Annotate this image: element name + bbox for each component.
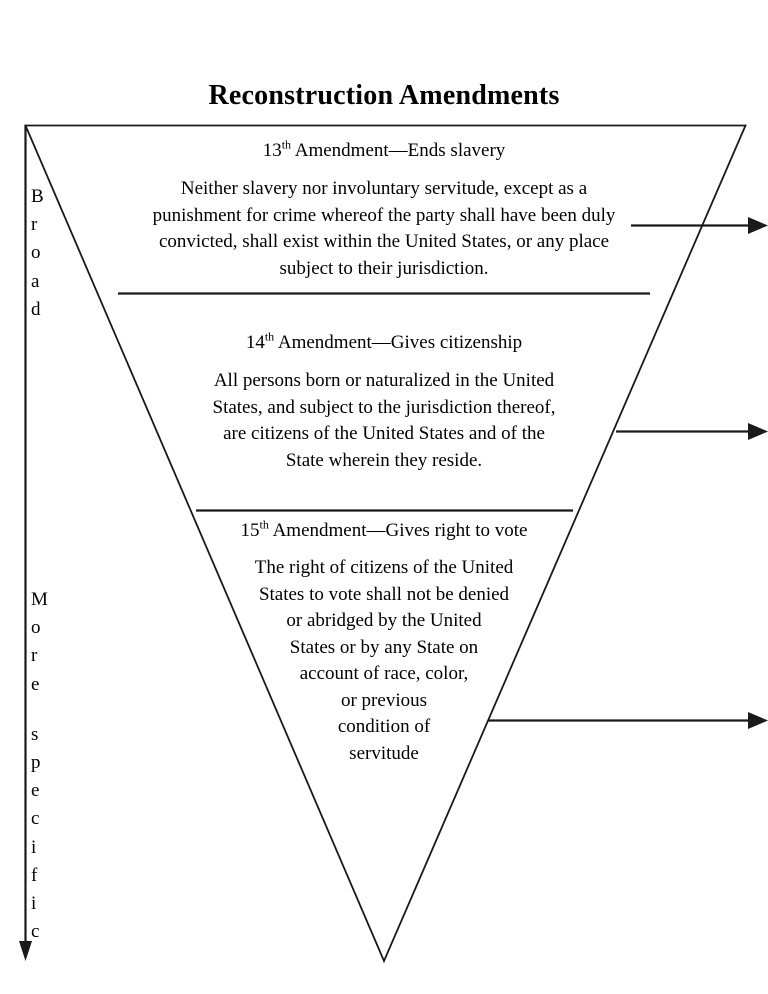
amendment-text-line: subject to their jurisdiction. bbox=[279, 257, 489, 279]
axis-letter: a bbox=[31, 270, 40, 292]
page-title: Reconstruction Amendments bbox=[208, 80, 560, 111]
amendment-text-line: or abridged by the United bbox=[286, 610, 482, 631]
amendment-heading-13th: 13th Amendment—Ends slavery bbox=[84, 139, 684, 163]
axis-letter: d bbox=[31, 298, 41, 320]
arrow-14th bbox=[616, 423, 768, 440]
axis-label-more-specific: M o r e s p e c i f i c bbox=[31, 586, 57, 946]
ordinal-suffix: th bbox=[281, 137, 292, 152]
axis-letter: i bbox=[31, 836, 37, 858]
amendment-text-14th: All persons born or naturalized in the U… bbox=[134, 368, 634, 474]
amendment-text-15th: The right of citizens of the United Stat… bbox=[192, 555, 576, 767]
amendment-heading-rest: Amendment—Gives citizenship bbox=[274, 332, 523, 353]
amendment-text-line: States or by any State on bbox=[289, 636, 479, 658]
amendment-ordinal: 14 bbox=[245, 332, 265, 353]
amendment-text-line: punishment for crime whereof the party s… bbox=[152, 204, 616, 226]
ordinal-suffix: th bbox=[259, 517, 269, 532]
amendment-ordinal: 13 bbox=[262, 140, 282, 161]
inverted-triangle-shape bbox=[24, 124, 747, 964]
axis-letter: B bbox=[31, 186, 44, 207]
axis-letter-space bbox=[31, 699, 57, 721]
amendment-heading-14th: 14th Amendment—Gives citizenship bbox=[134, 331, 634, 355]
amendment-text-line: convicted, shall exist within the United… bbox=[158, 231, 610, 252]
ordinal-suffix: th bbox=[264, 329, 275, 344]
amendment-heading-rest: Amendment—Gives right to vote bbox=[268, 520, 528, 541]
axis-letter: p bbox=[31, 752, 41, 774]
amendment-text-line: Neither slavery nor involuntary servitud… bbox=[180, 178, 588, 199]
amendment-text-line: servitude bbox=[349, 742, 419, 764]
amendment-text-line: or previous bbox=[340, 689, 427, 711]
axis-letter: c bbox=[31, 921, 40, 943]
amendment-text-line: account of race, color, bbox=[299, 663, 469, 684]
amendment-section-13th: 13th Amendment—Ends slavery Neither slav… bbox=[84, 139, 684, 282]
axis-arrowhead-icon bbox=[19, 941, 32, 961]
amendment-text-line: are citizens of the United States and of… bbox=[223, 423, 545, 444]
axis-letter: r bbox=[31, 645, 38, 667]
amendment-section-15th: 15th Amendment—Gives right to vote The r… bbox=[192, 519, 576, 767]
axis-letter: s bbox=[31, 723, 39, 745]
amendment-text-13th: Neither slavery nor involuntary servitud… bbox=[84, 176, 684, 282]
axis-letter: o bbox=[31, 242, 41, 264]
arrow-15th bbox=[488, 712, 768, 729]
axis-letter: r bbox=[31, 214, 38, 236]
axis-label-broad: B r o a d bbox=[31, 183, 57, 324]
amendment-text-line: All persons born or naturalized in the U… bbox=[213, 370, 555, 391]
axis-letter: e bbox=[31, 780, 40, 802]
axis-letter: e bbox=[31, 673, 40, 695]
amendment-text-line: States to vote shall not be denied bbox=[258, 583, 510, 605]
amendment-text-line: The right of citizens of the United bbox=[254, 557, 514, 578]
amendment-text-line: condition of bbox=[337, 716, 431, 737]
axis-letter: c bbox=[31, 808, 40, 830]
axis-letter: f bbox=[31, 864, 38, 886]
amendment-text-line: State wherein they reside. bbox=[285, 449, 483, 471]
amendment-ordinal: 15 bbox=[240, 520, 260, 541]
axis-letter: M bbox=[31, 589, 48, 610]
axis-letter: i bbox=[31, 893, 37, 915]
axis-letter: o bbox=[31, 617, 41, 639]
amendment-heading-15th: 15th Amendment—Gives right to vote bbox=[192, 519, 576, 543]
amendment-text-line: States, and subject to the jurisdiction … bbox=[212, 396, 556, 418]
amendment-section-14th: 14th Amendment—Gives citizenship All per… bbox=[134, 331, 634, 474]
arrow-13th bbox=[631, 217, 768, 234]
amendment-heading-rest: Amendment—Ends slavery bbox=[291, 140, 506, 161]
